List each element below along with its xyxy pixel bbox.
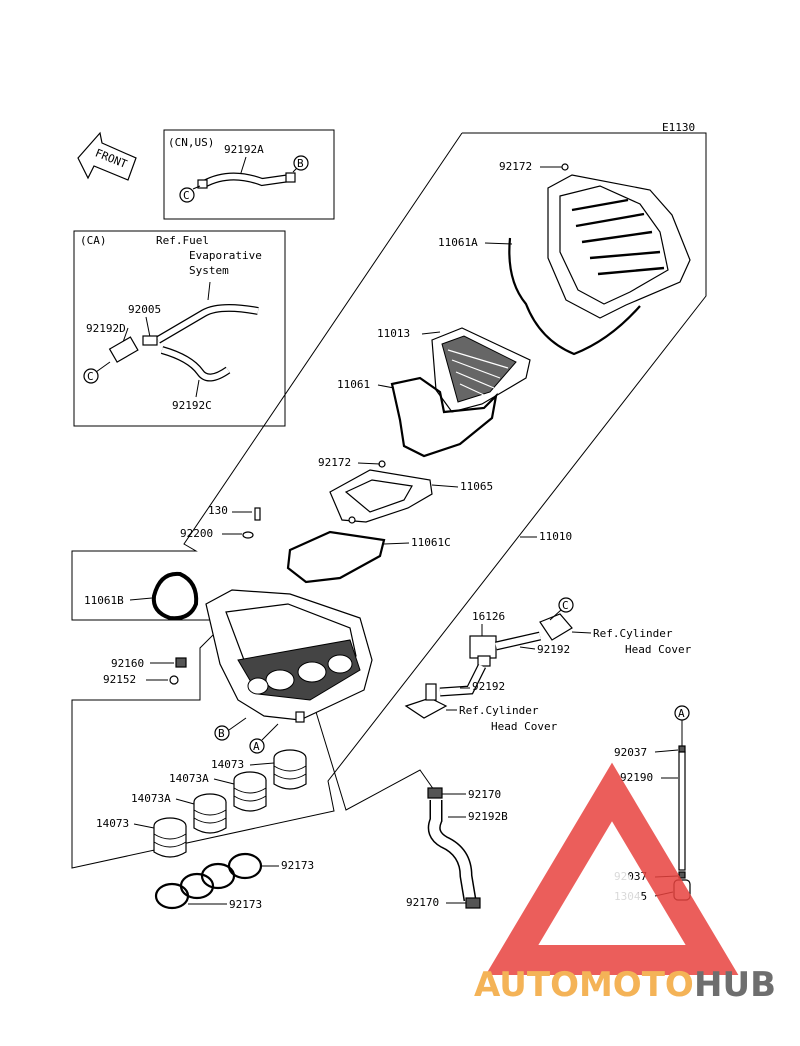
label-92192-b: 92192 [472,680,505,693]
label-92192A: 92192A [224,143,264,156]
label-92190: 92190 [620,771,653,784]
marker-b-housing [214,725,230,741]
label-14073A-a: 14073A [169,772,209,785]
clamps [154,852,263,910]
ref-cyl-head-1-line2: Head Cover [625,643,692,656]
label-14073-a: 14073 [211,758,244,771]
marker-b-inset1-label: B [297,157,304,170]
marker-b-housing-label: B [218,727,225,740]
label-92172-top: 92172 [499,160,532,173]
marker-c-inset1-label: C [183,189,190,202]
front-arrow-icon: FRONT [77,131,137,181]
marker-a-housing [249,738,265,754]
marker-b-inset1 [293,155,309,171]
label-92160: 92160 [111,657,144,670]
label-11061B: 11061B [84,594,124,607]
inset-ca-title: (CA) [80,234,107,247]
label-92173-a: 92173 [281,859,314,872]
gasket-11061C [286,530,386,584]
breather-valve [404,613,573,719]
label-92173-b: 92173 [229,898,262,911]
label-92005: 92005 [128,303,161,316]
label-92037-a: 92037 [614,746,647,759]
watermark-text-2: HUB [694,965,776,1005]
watermark-text-1: AUTOMOTO [474,965,694,1005]
upper-housing-cover [508,174,691,356]
marker-c-right-label: C [562,599,569,612]
label-130: 130 [208,504,228,517]
inset-ca-ref2: Evaporative [189,249,262,262]
label-92172-mid: 92172 [318,456,351,469]
label-92170-a: 92170 [468,788,501,801]
label-11061A: 11061A [438,236,478,249]
label-92192B: 92192B [468,810,508,823]
label-16126: 16126 [472,610,505,623]
assembly-boundary [71,132,707,869]
label-11061: 11061 [337,378,370,391]
marker-c-right [558,597,574,613]
air-filter-element [390,327,531,458]
label-14073-b: 14073 [96,817,129,830]
label-11010: 11010 [539,530,572,543]
marker-a-housing-label: A [253,740,260,753]
label-92192-a: 92192 [537,643,570,656]
label-92170-b: 92170 [406,896,439,909]
inset-ca: (CA) Ref.Fuel Evaporative System 92005 9… [73,230,286,427]
marker-c-inset2-label: C [87,370,94,383]
label-11065: 11065 [460,480,493,493]
gasket-11061B [151,571,199,621]
ref-cyl-head-2-line2: Head Cover [491,720,558,733]
inset-cn-us-title: (CN,US) [168,136,214,149]
inset-ca-ref3: System [189,264,229,277]
lower-housing [205,589,373,723]
ref-cyl-head-1-line1: Ref.Cylinder [593,627,673,640]
label-92192D: 92192D [86,322,126,335]
label-11061C: 11061C [411,536,451,549]
marker-c-inset2 [83,368,99,384]
intake-ducts [153,749,307,858]
label-92192C: 92192C [172,399,212,412]
marker-c-inset1 [179,187,195,203]
inset-ca-ref1: Ref.Fuel [156,234,209,247]
ref-cyl-head-2-line1: Ref.Cylinder [459,704,539,717]
inset-cn-us: (CN,US) 92192A C B [163,129,335,220]
watermark-logo: AUTOMOTO HUB [474,762,776,1005]
drain-hose [427,787,481,909]
label-14073A-b: 14073A [131,792,171,805]
diagram-code: E1130 [662,121,695,134]
marker-a-right-label: A [678,707,685,720]
label-92152: 92152 [103,673,136,686]
label-92200: 92200 [180,527,213,540]
label-11013: 11013 [377,327,410,340]
holder-plate [329,469,433,524]
